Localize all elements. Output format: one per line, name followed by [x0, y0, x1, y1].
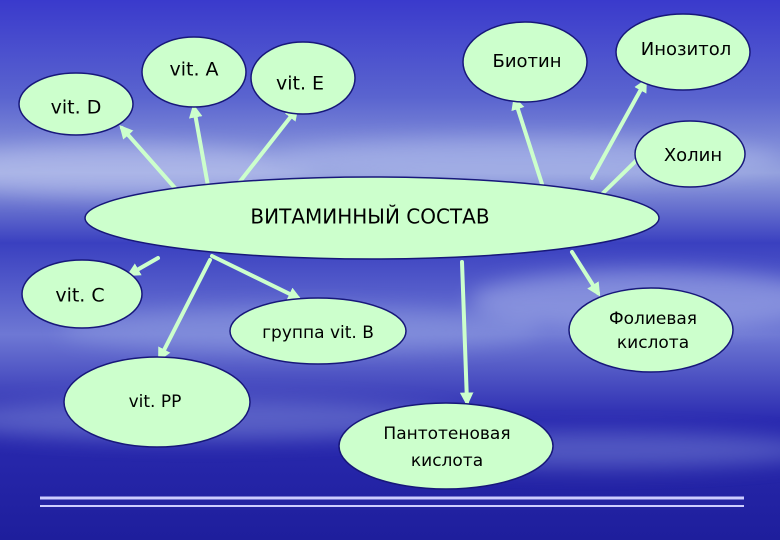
- node-vit-c: vit. C: [21, 259, 143, 329]
- arrow-to-folic: [570, 250, 601, 297]
- node-group-b-label: группа vit. B: [262, 323, 374, 343]
- node-group-b: группа vit. B: [229, 297, 407, 365]
- node-center: ВИТАМИННЫЙ СОСТАВ: [84, 176, 660, 260]
- node-inositol: Инозитол: [615, 13, 751, 91]
- node-vit-a: vit. A: [141, 36, 247, 108]
- arrow-to-pantothenic: [459, 260, 474, 407]
- node-panto-label-line1: Пантотеновая: [383, 424, 510, 444]
- node-vit-pp-label: vit. PP: [129, 392, 182, 412]
- node-choline: Холин: [634, 120, 746, 188]
- node-vit-e-label: vit. E: [276, 73, 324, 95]
- arrow-to-vit-pp: [158, 258, 212, 362]
- node-panto-label-line2: кислота: [411, 451, 483, 471]
- arrow-to-vit-e: [236, 106, 299, 186]
- node-pantothenic-acid: Пантотеновая кислота: [338, 402, 554, 490]
- bottom-rules: [40, 496, 744, 507]
- arrow-to-vit-c: [126, 256, 160, 277]
- arrow-to-vit-a: [188, 103, 210, 188]
- node-vit-d-label: vit. D: [51, 97, 102, 119]
- arrow-to-inositol: [590, 78, 647, 180]
- arrow-to-group-b: [210, 254, 302, 300]
- node-folic-label-line1: Фолиевая: [609, 309, 697, 329]
- node-vit-pp: vit. PP: [63, 356, 251, 448]
- node-vit-c-label: vit. C: [55, 285, 104, 307]
- node-inositol-label: Инозитол: [641, 39, 732, 60]
- center-label: ВИТАМИННЫЙ СОСТАВ: [250, 205, 489, 229]
- node-biotin: Биотин: [462, 21, 588, 103]
- node-choline-label: Холин: [664, 145, 722, 166]
- arrows: [119, 78, 648, 407]
- node-vit-d: vit. D: [18, 72, 134, 136]
- node-biotin-label: Биотин: [492, 51, 561, 72]
- node-vit-a-label: vit. A: [169, 59, 218, 81]
- node-folic-acid: Фолиевая кислота: [568, 287, 734, 373]
- arrow-to-biotin: [511, 96, 544, 186]
- node-folic-label-line2: кислота: [617, 333, 689, 353]
- node-vit-e: vit. E: [250, 41, 356, 115]
- arrow-to-vit-d: [119, 124, 177, 190]
